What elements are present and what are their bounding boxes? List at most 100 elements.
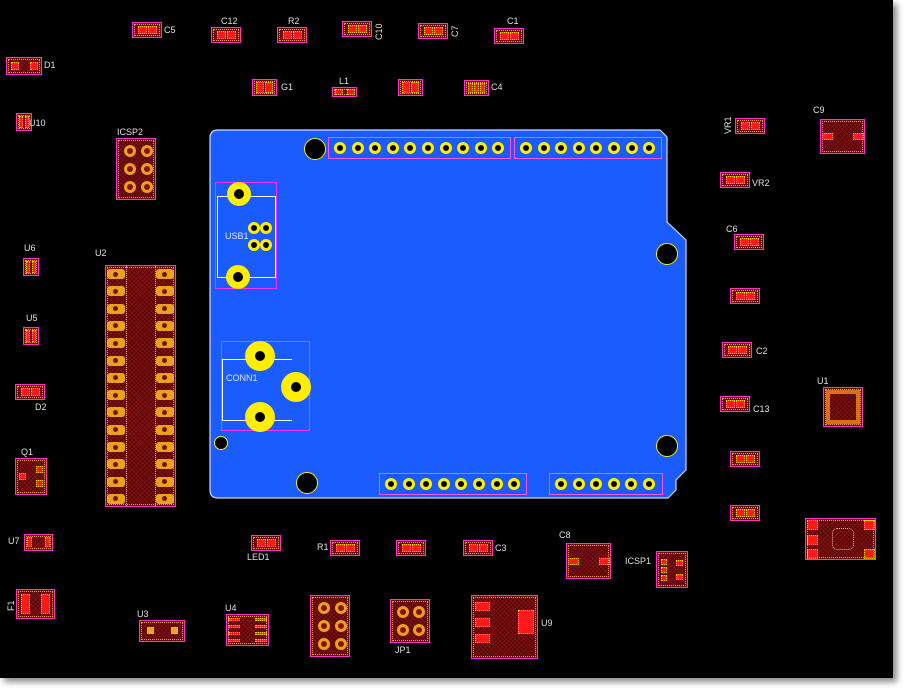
component-C1[interactable] [494,28,524,44]
component-C4[interactable] [464,80,489,96]
u2-pad [107,286,125,297]
component-U6[interactable] [23,258,39,276]
component-U1[interactable] [823,387,863,427]
component-C2[interactable] [722,342,752,358]
component-unlabeled-right-1[interactable] [730,288,760,304]
arduino-board[interactable] [0,0,893,678]
mounting-hole-bottom-right [656,435,678,457]
header-pin [508,477,521,490]
component-unlabeled-right-2[interactable] [730,451,760,467]
u2-pad [156,338,174,349]
label-ICSP1: ICSP1 [625,556,652,566]
component-C13[interactable] [720,396,750,412]
component-C6[interactable] [734,234,764,250]
header-top-right[interactable] [514,137,662,159]
component-U2[interactable] [105,265,176,507]
usb1-courtyard[interactable] [215,182,277,289]
label-Q1: Q1 [21,447,34,457]
label-D2: D2 [35,402,47,412]
header-pin [457,141,470,154]
component-unlabeled-right-3[interactable] [730,505,760,521]
usb1-pin [260,222,272,234]
usb1-shield-pad-top [227,182,251,206]
u2-pad [156,303,174,314]
component-ICSP2[interactable] [116,138,156,200]
header-pin [643,141,656,154]
header-pin [404,141,417,154]
component-Q1[interactable] [15,458,47,495]
label-C4: C4 [491,82,503,92]
u2-pad [156,476,174,487]
mounting-hole-top-left [304,138,326,160]
component-U9[interactable] [471,595,538,659]
header-pin [590,141,603,154]
label-LED1: LED1 [247,552,270,562]
u2-pad [156,355,174,366]
component-unlabeled-top[interactable] [398,79,423,96]
header-bottom-left[interactable] [379,473,527,495]
header-pin [590,477,603,490]
component-LED1[interactable] [251,535,281,551]
component-D2[interactable] [15,384,45,400]
u2-pad [107,269,125,279]
component-R1[interactable] [330,540,360,556]
label-USB1: USB1 [225,231,249,241]
component-C10[interactable] [342,21,372,37]
component-unlabeled-bottom[interactable] [396,540,426,556]
pcb-canvas[interactable]: C5 C12 R2 C10 C7 C1 D1 G1 L1 C4 U10 ICSP… [0,0,893,678]
label-C6: C6 [726,224,738,234]
component-C3[interactable] [463,540,493,556]
label-U1: U1 [817,376,829,386]
u2-pad [107,338,125,349]
u2-pad [156,320,174,331]
header-pin [490,477,503,490]
u2-pad [156,390,174,401]
component-C7[interactable] [418,23,448,39]
header-bottom-right[interactable] [549,473,663,495]
component-G1[interactable] [252,79,277,96]
label-C8: C8 [559,530,571,540]
u2-pad [156,407,174,418]
conn1-pad-top [245,341,275,371]
usb1-pin [260,239,272,251]
component-U4[interactable] [226,614,269,646]
component-C8[interactable] [566,543,611,579]
component-VR1[interactable] [735,118,765,134]
label-C9: C9 [813,105,825,115]
component-C9[interactable] [820,119,865,154]
header-top-left[interactable] [328,137,511,159]
header-pin [607,477,620,490]
component-F1[interactable] [16,589,55,619]
u2-pad [107,442,125,452]
label-CONN1: CONN1 [226,373,258,383]
component-C5[interactable] [132,22,162,38]
component-JP1[interactable] [390,599,430,643]
u2-pad [107,320,125,331]
component-switch[interactable] [805,518,876,560]
u2-pad [107,372,125,383]
header-pin [385,477,397,490]
label-U4: U4 [225,603,237,613]
component-U10[interactable] [16,113,32,131]
u2-pad [156,442,174,452]
component-U5[interactable] [23,327,39,345]
label-C3: C3 [495,543,507,553]
component-VR2[interactable] [720,172,750,188]
label-R2: R2 [288,16,300,26]
label-R1: R1 [317,542,329,552]
component-header-6pin-bottom[interactable] [310,595,350,657]
component-U7[interactable] [24,534,53,551]
header-pin [386,141,399,154]
label-C1: C1 [507,16,519,26]
usb1-pin [248,222,260,234]
component-U3[interactable] [139,620,185,642]
component-R2[interactable] [277,27,307,43]
header-pin [351,141,364,154]
usb1-shield-pad-bottom [226,265,250,289]
usb1-pin [248,239,260,251]
conn1-pad-right [281,372,311,402]
component-ICSP1[interactable] [656,551,688,588]
component-C12[interactable] [211,27,241,43]
component-D1[interactable] [6,57,42,75]
component-L1[interactable] [332,87,357,97]
